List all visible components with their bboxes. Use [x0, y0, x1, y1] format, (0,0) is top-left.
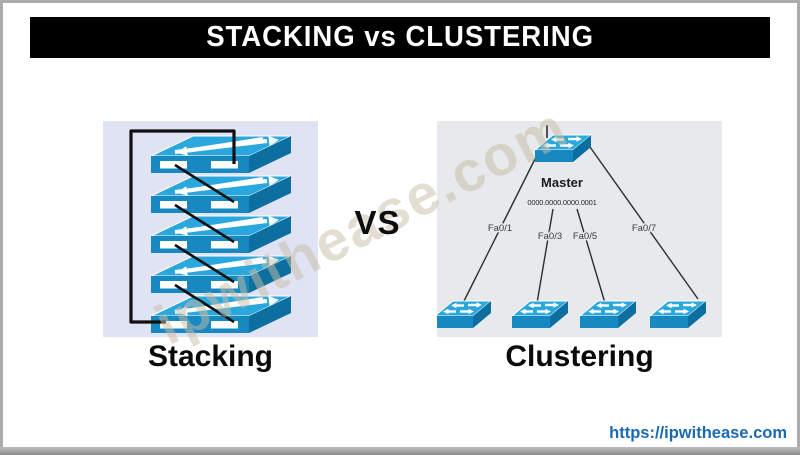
master-label: Master — [541, 175, 583, 190]
link-fa0-3 — [536, 208, 554, 304]
master-mac-address: 0000.0000.0000.0001 — [527, 198, 596, 207]
master-switch — [533, 133, 593, 164]
stack-cable-3-4 — [174, 243, 235, 284]
member-switch-3 — [578, 299, 638, 330]
port-label-fa0-5: Fa0/5 — [573, 231, 597, 242]
member-switch-2 — [510, 299, 570, 330]
port-label-fa0-3: Fa0/3 — [538, 231, 562, 242]
stacking-caption: Stacking — [147, 340, 274, 373]
site-url-link[interactable]: https://ipwithease.com — [609, 424, 787, 442]
member-switch-1 — [437, 299, 493, 330]
header-bar: STACKING vs CLUSTERING — [30, 17, 770, 58]
page-title: STACKING vs CLUSTERING — [206, 21, 594, 53]
link-fa0-1 — [462, 156, 537, 304]
stacking-diagram — [129, 129, 293, 335]
port-label-fa0-1: Fa0/1 — [488, 223, 512, 234]
stack-cable-2-3 — [174, 203, 235, 244]
port-label-fa0-7: Fa0/7 — [632, 223, 656, 234]
stack-cable-4-5 — [174, 283, 235, 324]
stack-cable-1-2 — [174, 163, 235, 204]
stack-switch-1 — [149, 134, 293, 175]
link-fa0-5 — [576, 208, 606, 304]
clustering-panel: Master 0000.0000.0000.0001 Fa0/1 Fa0/3 F… — [437, 121, 722, 337]
outer-frame-bottom — [0, 447, 800, 455]
stacking-panel — [103, 121, 318, 337]
clustering-diagram: Master 0000.0000.0000.0001 Fa0/1 Fa0/3 F… — [437, 125, 708, 330]
stack-loop-cable — [129, 129, 236, 324]
link-fa0-7 — [589, 146, 699, 300]
vs-label: VS — [354, 204, 401, 241]
clustering-caption: Clustering — [505, 340, 654, 373]
member-switch-4 — [648, 299, 708, 330]
